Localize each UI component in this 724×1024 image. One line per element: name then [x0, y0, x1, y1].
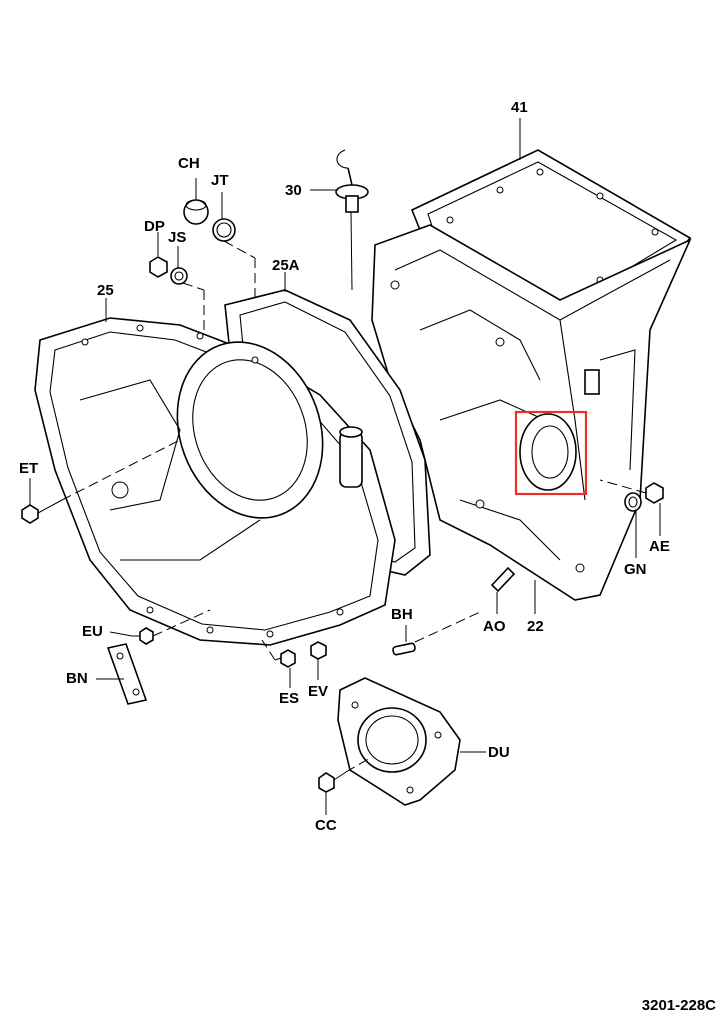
part-EV-bolt [310, 641, 327, 668]
callout-EV: EV [308, 683, 329, 700]
callout-CC: CC [315, 817, 337, 834]
callout-AE: AE [649, 538, 670, 555]
callout-CH: CH [178, 155, 200, 172]
callout-ES: ES [279, 690, 300, 707]
part-CH-plug [183, 199, 209, 225]
part-JT-oring [212, 218, 236, 242]
callout-30: 30 [285, 182, 302, 199]
callout-22: 22 [527, 618, 544, 635]
part-AO-pin [490, 566, 516, 593]
callout-EU: EU [82, 623, 103, 640]
callout-DP: DP [144, 218, 165, 235]
part-DU-cover-plate [337, 677, 461, 806]
callout-BN: BN [66, 670, 88, 687]
callout-25A: 25A [272, 257, 300, 274]
part-GN-washer [624, 492, 642, 512]
callout-JT: JT [211, 172, 229, 189]
figure-code: 3201-228C [641, 997, 716, 1014]
part-CC-bolt [318, 771, 347, 793]
part-AE-plug [645, 482, 664, 504]
part-ET-bolt [21, 499, 63, 524]
part-DP-plug [149, 256, 168, 278]
callout-BH: BH [391, 606, 413, 623]
callout-41: 41 [511, 99, 528, 116]
callout-ET: ET [19, 460, 39, 477]
part-BN-plate [106, 643, 148, 705]
part-BH-pin [392, 642, 416, 656]
callout-DU: DU [488, 744, 510, 761]
leader-lines [29, 118, 661, 815]
callout-JS: JS [168, 229, 187, 246]
part-EU-bolt [132, 627, 154, 645]
part-JS-washer [170, 267, 188, 285]
callout-GN: GN [624, 561, 647, 578]
callout-AO: AO [483, 618, 506, 635]
part-25-bell-housing [34, 317, 396, 646]
part-ES-bolt [274, 649, 296, 668]
part-30-dipstick [335, 149, 369, 291]
highlight-box [514, 410, 588, 496]
callout-25: 25 [97, 282, 114, 299]
